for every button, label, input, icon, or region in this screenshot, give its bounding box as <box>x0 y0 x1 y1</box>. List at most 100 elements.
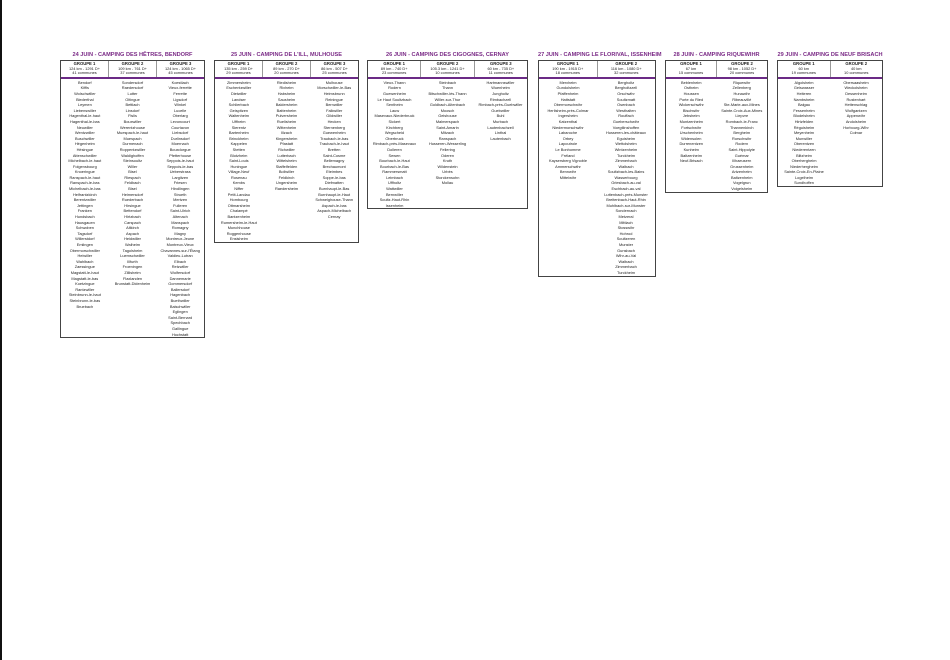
commune-item: Richwiller <box>278 146 295 152</box>
commune-item: Geispitzen <box>229 107 249 113</box>
commune-item: Heidwiller <box>124 236 141 242</box>
commune-item: Volgelsheim <box>731 186 753 192</box>
day-title: 29 JUIN - CAMPING DE NEUF BRISACH <box>777 52 883 58</box>
commune-item: Neuwiller <box>76 124 93 130</box>
commune-item: Rixheim <box>279 85 294 91</box>
commune-item: Le Haut Soultzbach <box>377 96 412 102</box>
commune-item: Hecken <box>327 118 341 124</box>
commune-item: Saint-Ulrich <box>170 208 191 214</box>
commune-item: Ste-Marie-aux-Mines <box>723 102 760 108</box>
commune-item: Oderen <box>441 152 454 158</box>
commune-item: Durrenentzen <box>679 141 704 147</box>
commune-item: Luttenbach-près-Munster <box>604 191 648 197</box>
commune-item: Vieux-ferrette <box>168 85 192 91</box>
commune-item: Rimbach-près-Guebwiller <box>478 102 523 108</box>
commune-item: Gommersdorf <box>168 281 193 287</box>
commune-item: Labaroche <box>558 130 578 136</box>
group-count: 19 communes <box>791 70 816 76</box>
commune-item: Rimbach-près-Masevaux <box>372 141 417 147</box>
commune-item: Zellenberg <box>732 85 751 91</box>
commune-item: Soultz-Haut-Rhin <box>379 197 410 203</box>
commune-item: Romagny <box>171 225 189 231</box>
commune-item: Eteimbes <box>326 169 343 175</box>
group-name: GROUPE 1 <box>383 61 405 66</box>
commune-item: Kaysersberg Vignoble <box>549 158 587 164</box>
commune-item: Cernay <box>327 214 341 220</box>
commune-item: Liebsdorf <box>172 130 189 136</box>
commune-item: Heiteren <box>796 90 812 96</box>
day-title: 25 JUIN - CAMPING DE L'ILL, MULHOUSE <box>230 52 343 58</box>
commune-item: Mertzen <box>173 197 188 203</box>
commune-item: Vogelgrun <box>732 180 751 186</box>
commune-item: Koestlach <box>171 79 189 85</box>
commune-item: Hettenschlag <box>844 102 868 108</box>
group-stats: 89 km - 740 D+ <box>380 65 408 71</box>
commune-item: Guémar <box>734 152 749 158</box>
commune-item: Ottmarsheim <box>227 202 250 208</box>
commune-item: Ballersdorf <box>170 286 190 292</box>
commune-item: Magstatt-le-haut <box>70 269 99 275</box>
commune-item: Blodelsheim <box>793 113 815 119</box>
commune-item: Brechaumont <box>322 163 346 169</box>
commune-item: Sondernach <box>615 208 637 214</box>
commune-item: Saint-Hippolyte <box>728 146 755 152</box>
commune-item: Folgensbourg <box>72 163 97 169</box>
group-name: GROUPE 1 <box>227 61 250 66</box>
day-title: 26 JUIN - CAMPING DES CIGOGNES, CERNAY <box>386 52 509 58</box>
commune-item: Largitzen <box>172 174 189 180</box>
commune-item: Orbey <box>562 135 574 141</box>
commune-item: Wintzenheim <box>614 146 638 152</box>
commune-item: Sainte-Croix-En-Plaine <box>784 169 824 175</box>
commune-item: Flaxlanden <box>122 275 143 281</box>
commune-item: Lutter <box>127 90 138 96</box>
commune-item: Steinbrunn-le-bas <box>69 297 101 303</box>
commune-item: Soppe-le-bas <box>322 174 346 180</box>
commune-item: Muhlbach-sur-Munster <box>606 202 646 208</box>
day-column: 26 JUIN - CAMPING DES CIGOGNES, CERNAY GR… <box>367 51 528 210</box>
commune-item: Ingersheim <box>558 113 578 119</box>
commune-item: Roppentzwiller <box>119 146 146 152</box>
group-stats: 60 km <box>798 65 810 71</box>
commune-item: Wentzwiller <box>74 130 95 136</box>
commune-item: Ruelisheim <box>276 118 297 124</box>
commune-item: Obermorschwihr <box>553 102 583 108</box>
commune-item: Bisel <box>128 169 137 175</box>
commune-item: Sternenberg <box>323 124 345 130</box>
group-count: 10 communes <box>435 70 460 76</box>
commune-item: Bergholtzzell <box>614 85 638 91</box>
group-stats: 135 km - 259 D+ <box>224 65 253 71</box>
commune-item: Vieux-Thann <box>383 79 406 85</box>
commune-item: Lucelle <box>174 107 187 113</box>
commune-item: Soultzbach-les-Bains <box>607 169 645 175</box>
commune-item: Murbach <box>492 118 509 124</box>
commune-item: Munchhouse <box>227 225 250 231</box>
commune-item: Hagenthal-le-bas <box>70 118 100 124</box>
commune-item: Munster <box>618 242 634 247</box>
group-name: GROUPE 2 <box>615 61 638 66</box>
group-name: GROUPE 3 <box>323 61 346 66</box>
commune-item: Schlierbach <box>228 102 249 108</box>
commune-item: Waltenheim <box>228 113 250 119</box>
commune-item: Friesen <box>173 180 187 186</box>
commune-item: Bantzenheim <box>227 214 251 220</box>
commune-item: Schwoben <box>75 225 94 231</box>
commune-item: Orschwihr <box>617 90 635 96</box>
commune-item: Osenbach <box>617 102 635 108</box>
commune-item: Altkirch <box>126 225 139 231</box>
commune-item: Feldkirch <box>278 174 295 180</box>
commune-item: Wittelsheim <box>276 158 297 164</box>
commune-item: Ribeauvillé <box>732 96 752 102</box>
group-count: 29 communes <box>226 70 251 76</box>
commune-item: Oltingue <box>125 96 140 102</box>
commune-item: Zillisheim <box>124 269 141 275</box>
